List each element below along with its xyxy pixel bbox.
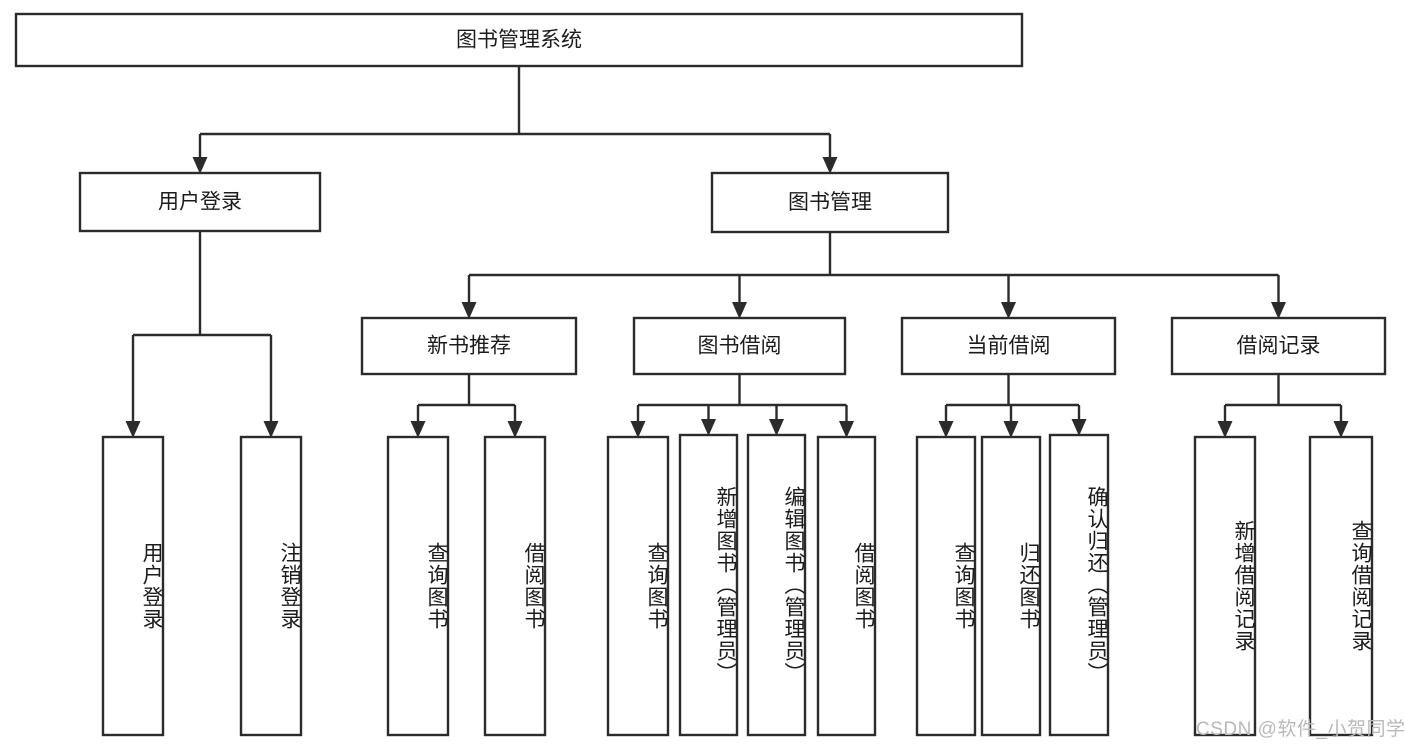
arrow-current-return-book [1003, 421, 1019, 438]
node-box-user-login[interactable] [78, 171, 322, 233]
watermark-text: CSDN @软件_小贺同学 [1196, 719, 1405, 740]
node-box-new-book-recommend[interactable] [360, 316, 578, 376]
node-box-borrow-record[interactable] [1170, 316, 1387, 376]
node-label-root: 图书管理系统 [456, 29, 582, 52]
node-label-current-borrow: 当前借阅 [967, 335, 1051, 358]
arrow-new-book-recommend [461, 302, 477, 319]
node-box-recommend-borrow-book[interactable] [483, 435, 547, 737]
node-box-record-add[interactable] [1193, 435, 1257, 737]
node-label-user-login: 用户登录 [158, 191, 242, 214]
arrow-borrow-edit-book [769, 419, 784, 436]
node-label-book-borrow: 图书借阅 [698, 335, 782, 358]
node-label-book-management: 图书管理 [788, 191, 872, 214]
node-box-record-query[interactable] [1308, 435, 1374, 737]
arrow-borrow-record [1271, 302, 1286, 319]
arrow-current-confirm-return [1071, 419, 1087, 436]
arrow-current-borrow [1001, 302, 1016, 319]
arrow-book-borrow [732, 302, 747, 319]
arrow-recommend-query-book [410, 421, 426, 438]
arrow-user-login [192, 157, 208, 174]
node-box-book-management[interactable] [710, 171, 950, 234]
node-box-user-login-do[interactable] [101, 435, 165, 737]
node-box-user-logout[interactable] [239, 435, 303, 737]
arrow-record-add [1217, 421, 1233, 438]
arrow-recommend-borrow-book [507, 421, 523, 438]
node-box-borrow-add-book[interactable] [678, 433, 739, 737]
node-box-current-confirm-return[interactable] [1048, 433, 1110, 737]
node-box-borrow-borrow-book[interactable] [816, 435, 877, 737]
node-box-book-borrow[interactable] [632, 316, 847, 376]
node-box-current-return-book[interactable] [980, 435, 1042, 737]
node-box-root[interactable] [14, 12, 1024, 68]
node-box-borrow-edit-book[interactable] [746, 433, 807, 737]
arrow-book-management [822, 157, 838, 174]
node-label-borrow-record: 借阅记录 [1237, 335, 1321, 358]
arrow-borrow-query-book [630, 421, 646, 438]
node-box-current-borrow[interactable] [900, 316, 1117, 376]
node-box-recommend-query-book[interactable] [386, 435, 450, 737]
connector-layer [125, 66, 1349, 438]
arrow-borrow-add-book [701, 419, 716, 436]
node-label-new-book-recommend: 新书推荐 [427, 335, 511, 358]
node-box-borrow-query-book[interactable] [606, 435, 670, 737]
arrow-user-login-do [125, 421, 141, 438]
arrow-user-logout [263, 421, 279, 438]
arrow-current-query-book [938, 421, 954, 438]
arrow-borrow-borrow-book [839, 421, 854, 438]
node-box-current-query-book[interactable] [915, 435, 977, 737]
arrow-record-query [1333, 421, 1349, 438]
